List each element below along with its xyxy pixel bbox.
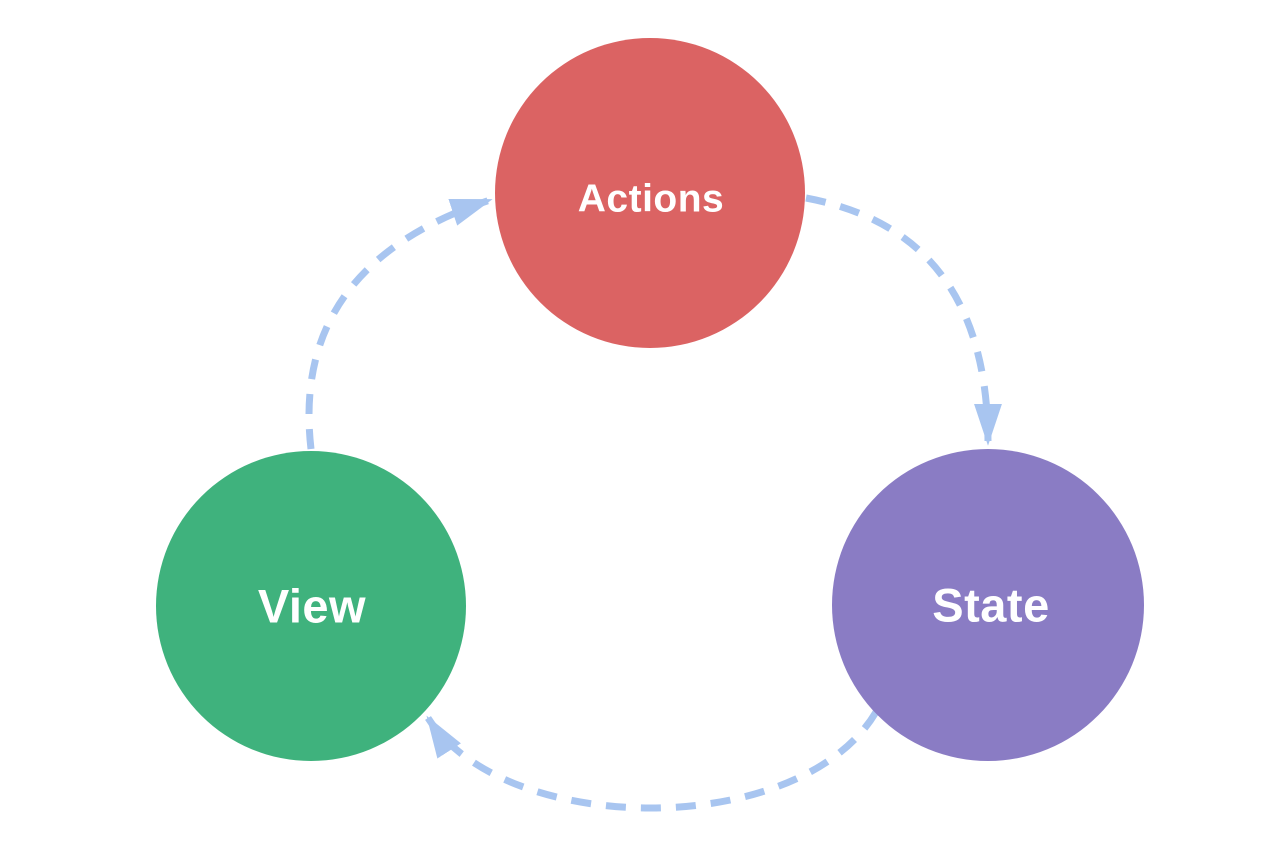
node-actions: Actions (495, 38, 805, 348)
node-state: State (832, 449, 1144, 761)
node-view: View (156, 451, 466, 761)
node-actions-circle (495, 38, 805, 348)
edge-actions-to-state (805, 194, 1002, 446)
edge-state-to-view (425, 710, 880, 812)
node-view-circle (156, 451, 466, 761)
node-actions-label: Actions (578, 178, 725, 221)
node-state-circle (832, 449, 1144, 761)
node-view-label: View (258, 580, 366, 633)
node-state-label: State (932, 579, 1049, 632)
edge-view-to-actions (305, 196, 493, 450)
